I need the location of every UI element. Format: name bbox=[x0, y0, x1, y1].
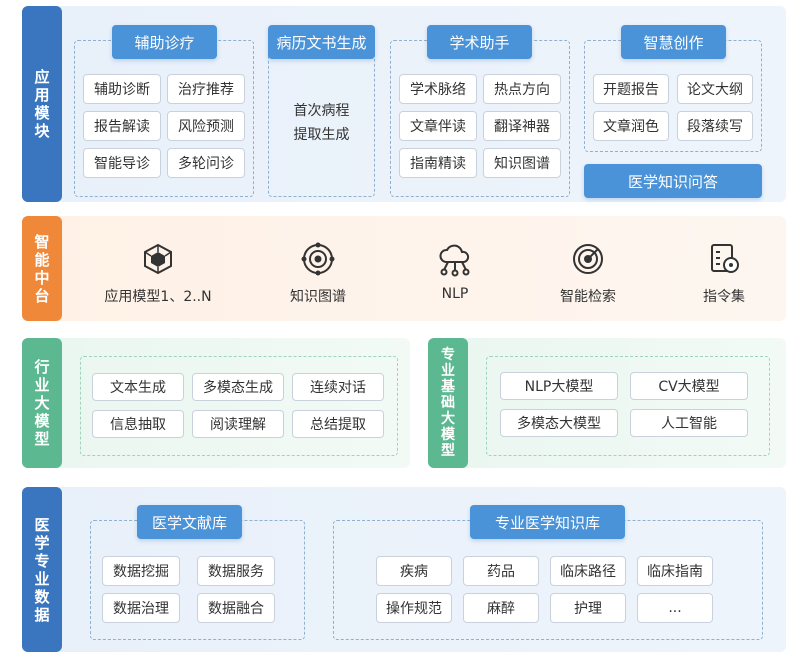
radar-search-icon bbox=[573, 244, 603, 274]
knowledge-item[interactable]: 疾病 bbox=[376, 556, 452, 586]
cloud-network-icon bbox=[439, 244, 470, 277]
assist-item[interactable]: 风险预测 bbox=[167, 111, 245, 141]
knowledge-item[interactable]: 操作规范 bbox=[376, 593, 452, 623]
creation-item[interactable]: 段落续写 bbox=[677, 111, 753, 141]
creation-item[interactable]: 文章润色 bbox=[593, 111, 669, 141]
hub-label: 指令集 bbox=[703, 289, 745, 305]
hub-label: 知识图谱 bbox=[290, 289, 346, 305]
assist-item[interactable]: 多轮问诊 bbox=[167, 148, 245, 178]
knowledge-graph-icon bbox=[301, 242, 335, 276]
hub-label: 智能检索 bbox=[560, 289, 616, 305]
instruction-set-icon bbox=[711, 244, 739, 273]
base-model-item[interactable]: 人工智能 bbox=[630, 409, 748, 437]
industry-group bbox=[80, 356, 398, 456]
hub-label: 应用模型1、2..N bbox=[104, 289, 212, 305]
hub-instruction[interactable]: 指令集 bbox=[659, 238, 789, 306]
record-line-1: 首次病程 bbox=[293, 103, 350, 119]
academic-item[interactable]: 文章伴读 bbox=[399, 111, 477, 141]
knowledge-item[interactable]: 临床路径 bbox=[550, 556, 626, 586]
industry-item[interactable]: 信息抽取 bbox=[92, 410, 184, 438]
knowledge-header[interactable]: 专业医学知识库 bbox=[470, 505, 625, 539]
academic-item[interactable]: 指南精读 bbox=[399, 148, 477, 178]
base-model-side-label: 专业基础大模型 bbox=[428, 338, 468, 468]
middle-side-text: 智能中台 bbox=[34, 232, 50, 305]
app-module-side-text: 应用模块 bbox=[34, 68, 50, 140]
hub-nlp[interactable]: NLP bbox=[390, 238, 520, 302]
literature-item[interactable]: 数据挖掘 bbox=[102, 556, 180, 586]
medical-data-side-text: 医学专业数据 bbox=[34, 515, 50, 624]
literature-item[interactable]: 数据融合 bbox=[197, 593, 275, 623]
academic-item[interactable]: 学术脉络 bbox=[399, 74, 477, 104]
academic-item[interactable]: 热点方向 bbox=[483, 74, 561, 104]
qa-button[interactable]: 医学知识问答 bbox=[584, 164, 762, 198]
base-model-item[interactable]: 多模态大模型 bbox=[500, 409, 618, 437]
record-header[interactable]: 病历文书生成 bbox=[268, 25, 375, 59]
record-line-2: 提取生成 bbox=[293, 127, 350, 143]
hub-search[interactable]: 智能检索 bbox=[523, 238, 653, 306]
industry-side-text: 行业大模型 bbox=[34, 358, 50, 448]
knowledge-item[interactable]: 临床指南 bbox=[637, 556, 713, 586]
literature-item[interactable]: 数据服务 bbox=[197, 556, 275, 586]
base-model-item[interactable]: CV大模型 bbox=[630, 372, 748, 400]
industry-item[interactable]: 阅读理解 bbox=[192, 410, 284, 438]
assist-item[interactable]: 辅助诊断 bbox=[83, 74, 161, 104]
literature-item[interactable]: 数据治理 bbox=[102, 593, 180, 623]
industry-item[interactable]: 文本生成 bbox=[92, 373, 184, 401]
creation-item[interactable]: 论文大纲 bbox=[677, 74, 753, 104]
app-module-side-label: 应用模块 bbox=[22, 6, 62, 202]
literature-header[interactable]: 医学文献库 bbox=[137, 505, 242, 539]
assist-item[interactable]: 报告解读 bbox=[83, 111, 161, 141]
base-model-item[interactable]: NLP大模型 bbox=[500, 372, 618, 400]
assist-item[interactable]: 智能导诊 bbox=[83, 148, 161, 178]
assist-item[interactable]: 治疗推荐 bbox=[167, 74, 245, 104]
hub-knowledge-graph[interactable]: 知识图谱 bbox=[253, 238, 383, 306]
knowledge-item[interactable]: 药品 bbox=[463, 556, 539, 586]
academic-item[interactable]: 知识图谱 bbox=[483, 148, 561, 178]
academic-header[interactable]: 学术助手 bbox=[427, 25, 532, 59]
cube-network-icon bbox=[144, 243, 172, 275]
knowledge-item[interactable]: 麻醉 bbox=[463, 593, 539, 623]
industry-band bbox=[22, 338, 410, 468]
industry-side-label: 行业大模型 bbox=[22, 338, 62, 468]
industry-item[interactable]: 总结提取 bbox=[292, 410, 384, 438]
industry-item[interactable]: 连续对话 bbox=[292, 373, 384, 401]
academic-item[interactable]: 翻译神器 bbox=[483, 111, 561, 141]
middle-side-label: 智能中台 bbox=[22, 216, 62, 321]
hub-app-model[interactable]: 应用模型1、2..N bbox=[93, 238, 223, 306]
medical-data-side-label: 医学专业数据 bbox=[22, 487, 62, 652]
knowledge-item[interactable]: 护理 bbox=[550, 593, 626, 623]
base-model-side-text: 专业基础大模型 bbox=[441, 347, 455, 459]
assist-header[interactable]: 辅助诊疗 bbox=[112, 25, 217, 59]
knowledge-item[interactable]: ... bbox=[637, 593, 713, 623]
creation-header[interactable]: 智慧创作 bbox=[621, 25, 726, 59]
hub-label: NLP bbox=[441, 286, 469, 302]
industry-item[interactable]: 多模态生成 bbox=[192, 373, 284, 401]
creation-item[interactable]: 开题报告 bbox=[593, 74, 669, 104]
base-model-group bbox=[486, 356, 770, 456]
